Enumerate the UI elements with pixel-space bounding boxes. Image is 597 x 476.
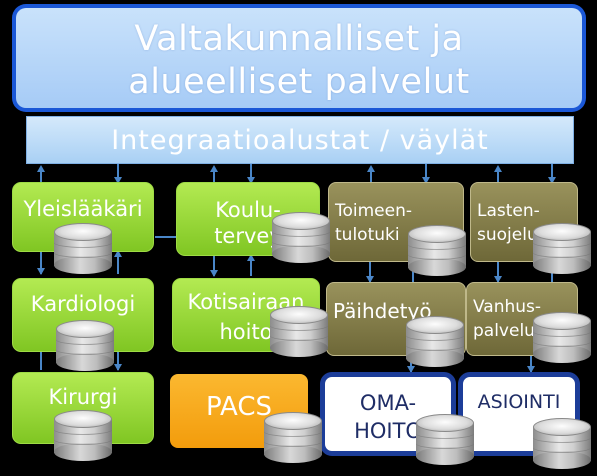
vanhuspalvelut-line-2: palvelut [473, 321, 542, 341]
kotisairaanhoito-line-2: hoito [219, 320, 273, 344]
database-icon [533, 312, 591, 363]
banner-line-2: alueelliset palvelut [128, 62, 470, 102]
asiointi-label: ASIOINTI [477, 391, 561, 413]
kirurgi-label: Kirurgi [48, 385, 118, 409]
database-icon [408, 225, 466, 276]
lastensuojelu-line-1: Lasten- [477, 201, 540, 221]
omahoito-line-2: HOITO [354, 419, 422, 443]
banner-line-1: Valtakunnalliset ja [134, 19, 464, 59]
toimeentulotuki-label: Toimeen- tulotuki [335, 199, 412, 247]
database-icon [533, 418, 591, 469]
lastensuojelu-line-2: suojelu [477, 225, 538, 245]
national-services-title: Valtakunnalliset ja alueelliset palvelut [16, 8, 582, 108]
pacs-label: PACS [205, 392, 272, 422]
database-icon [270, 306, 328, 357]
database-icon [54, 410, 112, 461]
database-icon [54, 223, 112, 274]
kotisairaanhoito-label: Kotisairaan hoito [173, 287, 319, 347]
toimeentulotuki-line-1: Toimeen- [335, 201, 413, 221]
database-icon [264, 412, 322, 463]
lastensuojelu-label: Lasten- suojelu [477, 199, 540, 247]
omahoito-label: OMA- HOITO [325, 389, 451, 445]
omahoito-line-1: OMA- [359, 391, 417, 415]
database-icon [272, 212, 330, 263]
database-icon [416, 414, 474, 465]
vanhuspalvelut-line-1: Vanhus- [473, 297, 542, 317]
database-icon [406, 316, 464, 367]
database-icon [56, 320, 114, 371]
integration-bar: Integraatioalustat / väylät [26, 116, 574, 164]
kouluterveys-line-1: Koulu- [215, 198, 281, 222]
toimeentulotuki-line-2: tulotuki [335, 225, 400, 245]
kouluterveys-line-2: tervey [214, 224, 282, 248]
vanhuspalvelut-label: Vanhus- palvelut [473, 295, 542, 343]
kardiologi-label: Kardiologi [30, 292, 136, 316]
service-kotisairaanhoito: Kotisairaan hoito [172, 278, 320, 352]
national-services-banner: Valtakunnalliset ja alueelliset palvelut [12, 4, 586, 112]
database-icon [533, 223, 591, 274]
yleislaakari-label: Yleislääkäri [23, 197, 143, 221]
kouluterveys-label: Koulu- tervey [177, 197, 319, 249]
